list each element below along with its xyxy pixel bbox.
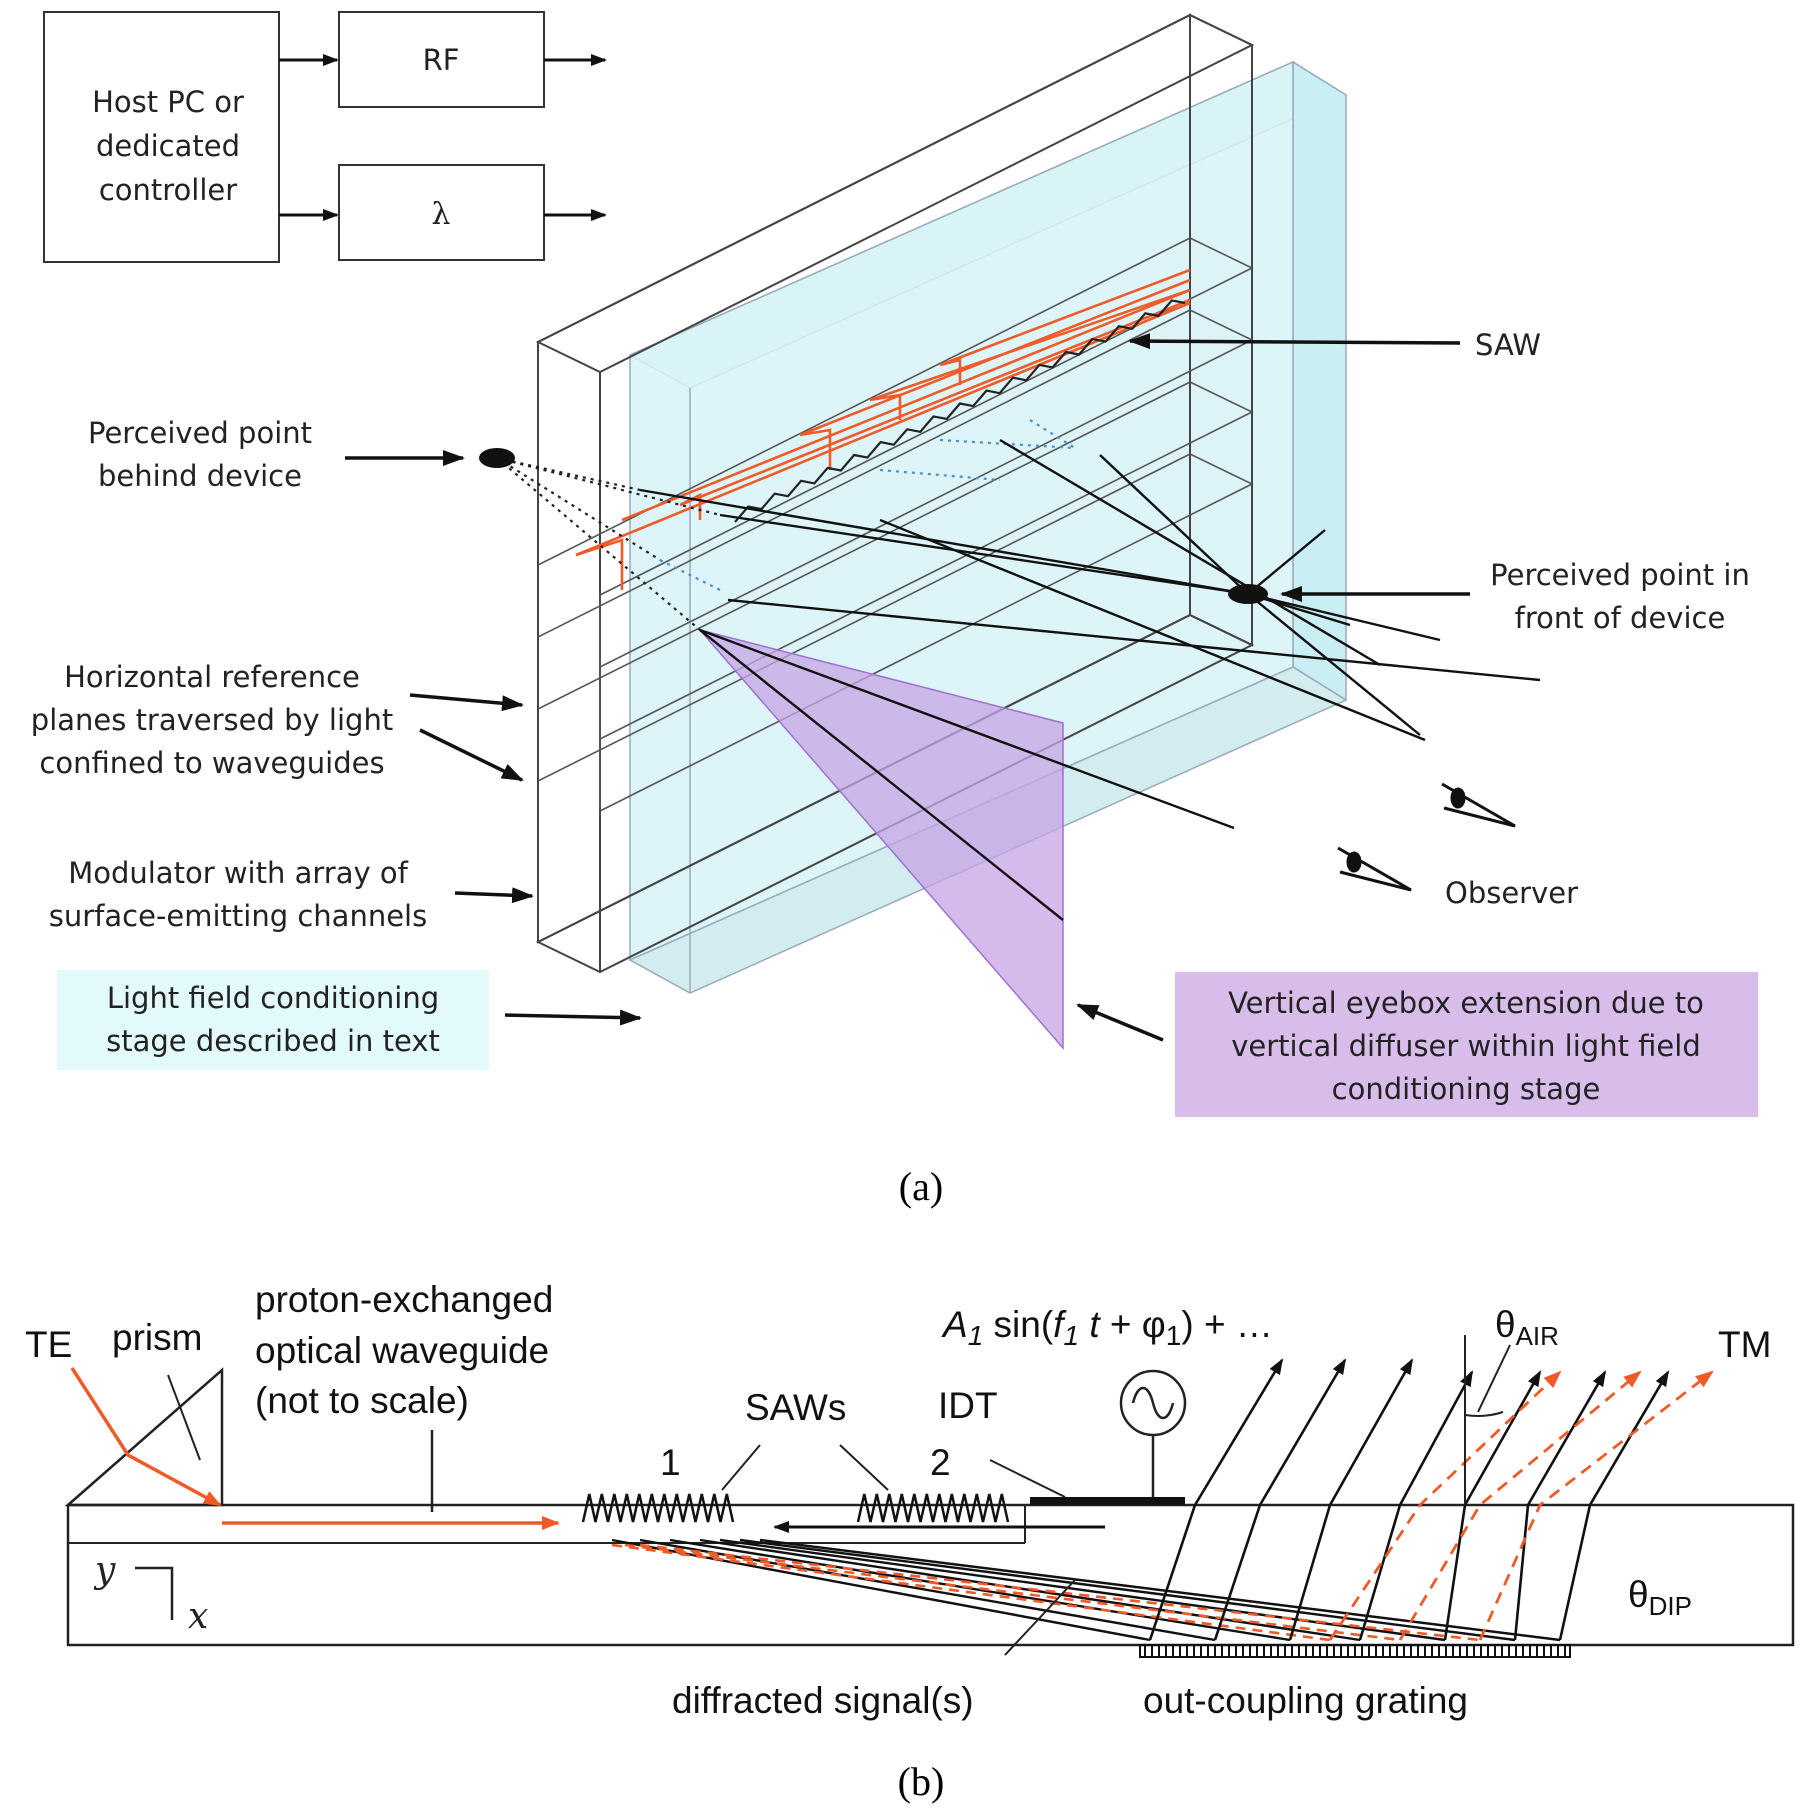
saws-leader-2 <box>839 1444 889 1491</box>
perceived-behind-rays <box>496 456 721 631</box>
prism <box>64 1367 224 1507</box>
saws-leader-1 <box>721 1444 761 1491</box>
saw-2-wave <box>856 1493 1010 1523</box>
eyebox-line-2: vertical diffuser within light field <box>1231 1029 1701 1063</box>
prism-leader <box>167 1374 201 1461</box>
caption-a: (a) <box>899 1164 943 1209</box>
controller-box <box>43 11 280 263</box>
horizontal-planes-arrow-1 <box>409 693 524 712</box>
saw-arrow <box>1128 333 1461 350</box>
diffracted-rays-black <box>611 1538 1561 1642</box>
axis-indicator <box>135 1566 174 1620</box>
formula: A1 sin(f1 t + φ1) + … <box>941 1304 1273 1351</box>
theta-air-leader <box>1477 1344 1511 1413</box>
observer-eye-upper-icon <box>1441 782 1516 828</box>
perceived-behind-line-1: Perceived point <box>88 416 312 450</box>
idt-label: IDT <box>938 1385 998 1426</box>
light-field-line-1: Light field conditioning <box>107 981 439 1015</box>
axis-y-label: y <box>93 1550 116 1591</box>
perceived-front-line-2: front of device <box>1515 601 1726 635</box>
te-label: TE <box>25 1324 72 1365</box>
waveguide-label-line-3: (not to scale) <box>255 1380 469 1421</box>
saws-label: SAWs <box>745 1387 846 1428</box>
diffracted-label-leader <box>1004 1579 1076 1656</box>
waveguide-label-line-1: proton-exchanged <box>255 1279 553 1320</box>
eyebox-line-3: conditioning stage <box>1332 1072 1601 1106</box>
axis-x-label: x <box>188 1596 208 1637</box>
outcoupled-rays-orange <box>1328 1370 1714 1641</box>
caption-b: (b) <box>898 1759 945 1804</box>
eyebox-arrow <box>1076 1003 1164 1042</box>
saw-1-label: 1 <box>660 1442 681 1483</box>
theta-air-arc <box>1464 1411 1504 1417</box>
rf-box <box>338 11 545 108</box>
lambda-label: λ <box>431 197 450 232</box>
grating-label: out-coupling grating <box>1143 1680 1468 1721</box>
lambda-box <box>338 164 545 261</box>
rf-label: RF <box>423 43 460 77</box>
te-input-beam <box>70 1367 222 1507</box>
blue-dotted-segments <box>659 419 1076 591</box>
perceived-point-front-dot <box>1228 584 1268 604</box>
light-field-arrow <box>504 1009 642 1026</box>
idt-leader <box>989 1459 1066 1498</box>
prism-label: prism <box>112 1317 202 1358</box>
panel-b: TE prism proton-exchanged optical wavegu… <box>25 1279 1795 1804</box>
observer-rays <box>639 438 1541 921</box>
horizontal-planes-line-3: confined to waveguides <box>39 746 384 780</box>
horizontal-planes-arrow-2 <box>419 728 524 782</box>
light-field-label-box <box>57 970 489 1070</box>
modulator-arrow <box>454 887 534 904</box>
controller-label-line-3: controller <box>99 173 237 207</box>
saw-1-wave <box>581 1493 735 1523</box>
waveguide-label-line-2: optical waveguide <box>255 1330 549 1371</box>
orange-light-paths <box>575 268 1191 590</box>
modulator-line-1: Modulator with array of <box>68 856 408 890</box>
controller-label-line-1: Host PC or <box>92 85 244 119</box>
perceived-point-behind-dot <box>479 448 515 468</box>
panel-a: Host PC or dedicated controller RF λ <box>31 11 1758 1209</box>
diffracted-label: diffracted signal(s) <box>672 1680 974 1721</box>
theta-air-label: θAIR <box>1495 1304 1559 1351</box>
idt-electrode <box>1030 1497 1185 1505</box>
diffracted-rays-orange <box>611 1543 1481 1642</box>
observer-label: Observer <box>1445 876 1578 910</box>
eyebox-line-1: Vertical eyebox extension due to <box>1228 986 1704 1020</box>
saw-label: SAW <box>1475 328 1541 362</box>
theta-air-subscript: AIR <box>1516 1321 1559 1351</box>
perceived-behind-line-2: behind device <box>98 459 302 493</box>
horizontal-reference-planes <box>537 237 1254 812</box>
vertical-eyebox-triangle <box>697 628 1064 1051</box>
horizontal-planes-line-1: Horizontal reference <box>64 660 360 694</box>
controller-label-line-2: dedicated <box>96 129 240 163</box>
rf-source-sine <box>1131 1386 1175 1420</box>
tm-label: TM <box>1718 1324 1771 1365</box>
eyebox-label-box <box>1175 972 1758 1117</box>
grating-teeth <box>1144 1645 1566 1657</box>
perceived-front-line-1: Perceived point in <box>1490 558 1750 592</box>
theta-dip-subscript: DIP <box>1649 1591 1692 1621</box>
saw-2-label: 2 <box>930 1442 951 1483</box>
modulator-line-2: surface-emitting channels <box>49 899 427 933</box>
observer-eye-lower-icon <box>1337 846 1412 892</box>
light-field-line-2: stage described in text <box>106 1024 440 1058</box>
saw-wave <box>734 299 1186 523</box>
horizontal-planes-line-2: planes traversed by light <box>31 703 393 737</box>
